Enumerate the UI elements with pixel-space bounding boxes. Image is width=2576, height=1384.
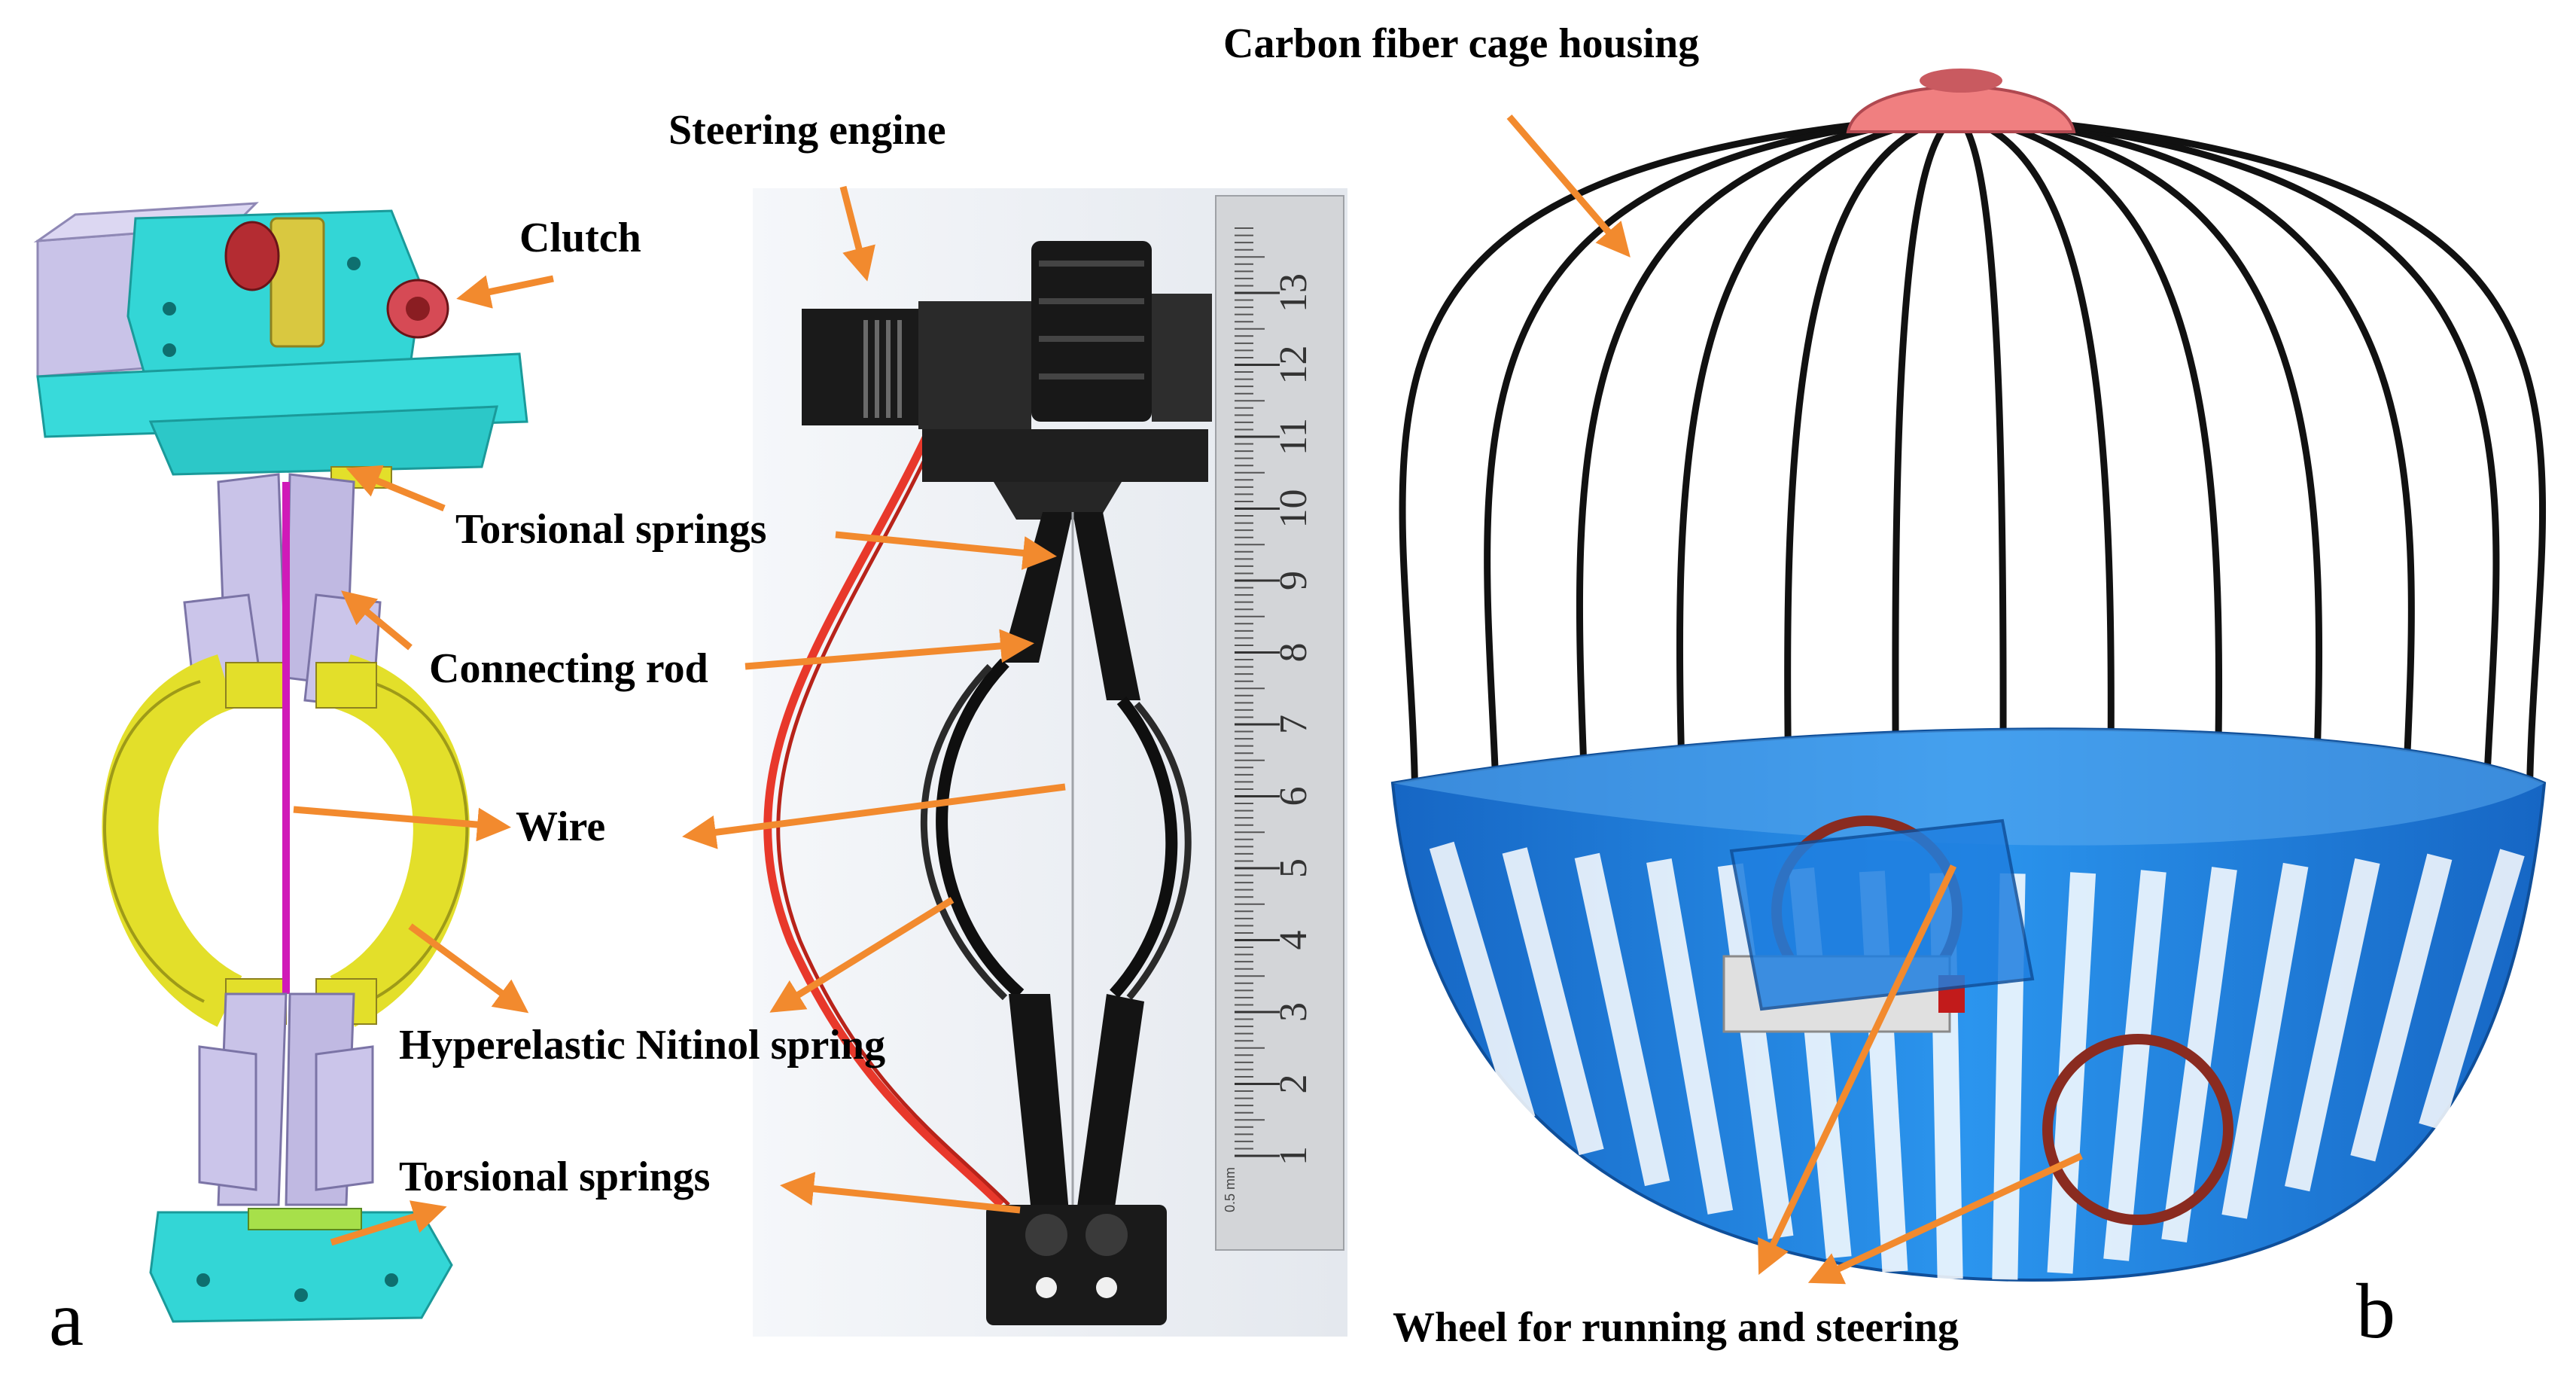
- cage-rod: [2023, 117, 2547, 822]
- photo-nitinol-left: [936, 658, 1025, 998]
- label-steering-engine: Steering engine: [668, 107, 946, 154]
- arrow-clutch: [456, 275, 554, 309]
- cage-slot: [2221, 862, 2309, 1219]
- ruler-tick-label: 13: [1272, 273, 1315, 312]
- cage-slot: [1502, 847, 1604, 1156]
- arrow-steering-engine: [839, 185, 875, 282]
- cage-model: [1390, 69, 2547, 1282]
- ruler-tick-label: 4: [1272, 931, 1315, 950]
- arrow-wheel-right: [1807, 1152, 2083, 1285]
- cad-model: [33, 202, 528, 1323]
- cage-slot: [1646, 858, 1734, 1215]
- cage-rod: [1484, 117, 1909, 886]
- arrow-connecting-rod-a: [341, 590, 413, 651]
- ruler-tick-label: 6: [1272, 787, 1315, 806]
- cad-nitinol-right: [329, 654, 470, 1027]
- arrow-torsional-springs-bottom-b: [780, 1172, 1021, 1214]
- label-nitinol-spring: Hyperelastic Nitinol spring: [399, 1022, 886, 1068]
- cad-gear: [269, 217, 325, 348]
- photo-gear: [1031, 241, 1152, 422]
- cage-slot: [1574, 852, 1670, 1187]
- cage-slot: [1429, 841, 1536, 1123]
- arrow-wheel-left: [1758, 864, 1957, 1276]
- ruler-tick-label: 2: [1272, 1075, 1315, 1094]
- ruler-tick-label: 7: [1272, 715, 1315, 734]
- ruler-tick-label: 5: [1272, 858, 1315, 878]
- ruler-tick-label: 3: [1272, 1002, 1315, 1022]
- ruler-tick-label: 1: [1272, 1146, 1315, 1166]
- cage-cap-hole: [1920, 69, 2002, 93]
- label-clutch: Clutch: [519, 215, 641, 261]
- arrow-torsional-springs-top-a: [346, 465, 446, 512]
- panel-label-a: a: [49, 1276, 84, 1362]
- cad-nitinol-left: [102, 654, 243, 1027]
- photo-nitinol-right: [1110, 696, 1178, 998]
- photo-base: [986, 1205, 1167, 1325]
- arrow-cage-housing: [1506, 114, 1631, 258]
- cage-slot: [2103, 870, 2166, 1261]
- label-torsional-springs-bottom: Torsional springs: [399, 1154, 711, 1200]
- label-cage-housing: Carbon fiber cage housing: [1223, 20, 1700, 67]
- arrow-torsional-springs-bottom-a: [330, 1200, 447, 1246]
- cage-cap: [1846, 85, 2076, 133]
- arrow-connecting-rod-b: [744, 629, 1034, 670]
- ruler-tick-label: 9: [1272, 571, 1315, 590]
- arrow-wire-a: [293, 806, 511, 842]
- cage-slot: [2285, 858, 2380, 1192]
- photo-lower-rod-left: [1009, 994, 1069, 1212]
- arrow-torsional-springs-top-b: [835, 531, 1057, 570]
- cage-inner-robot: [1722, 815, 2233, 1225]
- cage-rod: [2013, 117, 2500, 886]
- photo-top-plate: [922, 429, 1208, 482]
- ruler-unit: 0.5 mm: [1223, 1167, 1238, 1212]
- label-torsional-springs-top: Torsional springs: [455, 506, 767, 553]
- label-wheel: Wheel for running and steering: [1393, 1304, 1959, 1351]
- label-wire: Wire: [516, 803, 606, 850]
- cage-slot: [2161, 867, 2237, 1243]
- cage-slot: [2419, 849, 2525, 1131]
- arrow-wire-b: [682, 783, 1066, 849]
- arrow-nitinol-a: [408, 923, 529, 1014]
- cage-rod: [1399, 117, 1899, 822]
- ruler-tick-label: 12: [1272, 346, 1315, 385]
- photo-lower-rod-right: [1076, 994, 1144, 1212]
- wheel-right: [2042, 1034, 2233, 1225]
- ruler-tick-label: 8: [1272, 643, 1315, 663]
- ruler-tick-label: 11: [1272, 418, 1315, 456]
- photo-upper-rod-right: [1073, 512, 1140, 700]
- ruler-tick-label: 10: [1272, 489, 1315, 529]
- arrow-nitinol-b: [769, 897, 955, 1013]
- panel-label-b: b: [2356, 1268, 2395, 1355]
- annotation-arrows: [293, 114, 2083, 1285]
- red-cable: [763, 419, 1004, 1208]
- label-connecting-rod: Connecting rod: [429, 645, 708, 692]
- cage-rim: [1393, 729, 2544, 846]
- cage-slot: [2350, 853, 2453, 1162]
